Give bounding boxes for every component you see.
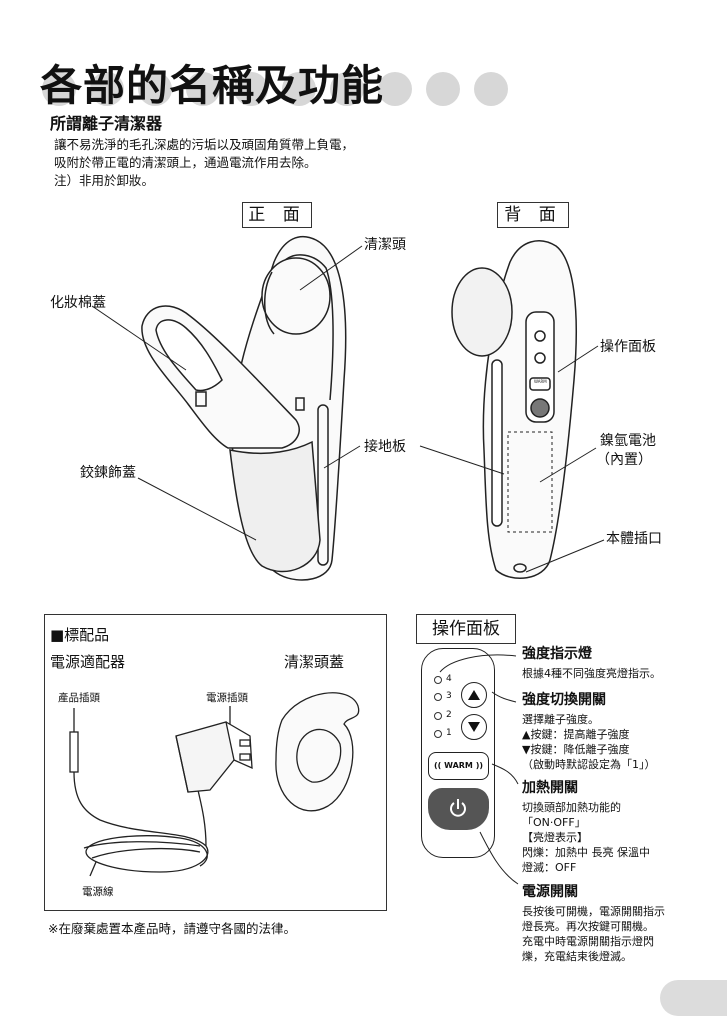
triangle-up-icon — [468, 690, 480, 700]
control-panel-callouts — [439, 654, 519, 885]
level-3-led — [434, 693, 442, 701]
power-line: 爍，充電結束後燈滅。 — [522, 950, 632, 963]
title-decoration-dots — [42, 72, 512, 108]
level-4-number: 4 — [446, 674, 452, 684]
hinge-cover-label: 鉸鍊飾蓋 — [80, 465, 136, 481]
power-cord-label: 電源線 — [82, 886, 114, 898]
control-panel-illustration — [421, 648, 495, 858]
page-number-tab — [660, 980, 727, 1016]
warm-line: 【亮燈表示】 — [522, 831, 588, 844]
accessories-box — [44, 614, 387, 911]
front-device-illustration — [91, 235, 363, 581]
indicator-description: 強度指示燈 根據4種不同強度亮燈指示。 — [522, 644, 661, 681]
back-device-illustration: WARM — [419, 240, 605, 579]
level-1-number: 1 — [446, 728, 452, 738]
warm-line: 閃爍：加熱中 長亮 保溫中 — [522, 846, 650, 859]
intensity-switch-heading: 強度切換開關 — [522, 692, 606, 708]
intensity-switch-description: 強度切換開關 選擇離子強度。 ▲按鍵：提高離子強度 ▼按鍵：降低離子強度 （啟動… — [522, 690, 656, 772]
warm-line: 燈滅：OFF — [522, 861, 577, 874]
intensity-line: （啟動時默認設定為「1」） — [522, 758, 656, 771]
product-plug-label: 產品插頭 — [58, 692, 100, 704]
warm-wave-left-icon: (( — [434, 761, 442, 770]
body-socket-label: 本體插口 — [606, 531, 662, 547]
cotton-cover-label: 化妝棉蓋 — [50, 295, 106, 311]
back-panel-label: 操作面板 — [600, 339, 656, 355]
ion-cleaner-description: 讓不易洗淨的毛孔深處的污垢以及頑固角質帶上負電， 吸附於帶正電的清潔頭上，通過電… — [54, 136, 354, 190]
intensity-line: 選擇離子強度。 — [522, 713, 599, 726]
warm-line: 切換頭部加熱功能的 — [522, 801, 621, 814]
control-panel-title: 操作面板 — [416, 614, 516, 644]
level-2-number: 2 — [446, 710, 452, 720]
front-view-label: 正 面 — [242, 202, 312, 228]
intro-line: 讓不易洗淨的毛孔深處的污垢以及頑固角質帶上負電， — [54, 137, 355, 152]
power-line: 燈長亮。再次按鍵可關機。 — [522, 920, 654, 933]
indicator-line: 根據4種不同強度亮燈指示。 — [522, 667, 661, 680]
disposal-notice: ※在廢棄處置本產品時，請遵守各國的法律。 — [48, 921, 296, 936]
level-4-led — [434, 676, 442, 684]
warm-wave-right-icon: )) — [475, 761, 483, 770]
intro-line: 注）非用於卸妝。 — [54, 173, 155, 188]
warm-line: 「ON·OFF」 — [522, 816, 586, 829]
intensity-line: ▲按鍵：提高離子強度 — [522, 728, 630, 741]
head-cap-label: 清潔頭蓋 — [284, 653, 345, 671]
back-view-label: 背 面 — [497, 202, 569, 228]
power-plug-label: 電源插頭 — [206, 692, 248, 704]
intensity-up-button[interactable] — [461, 682, 487, 708]
warm-button[interactable]: (( WARM )) — [428, 752, 489, 780]
intensity-down-button[interactable] — [461, 714, 487, 740]
accessories-illustration — [69, 692, 360, 877]
battery-label: 鎳氫電池 — [600, 433, 656, 449]
warm-label: WARM — [444, 761, 473, 770]
adapter-label: 電源適配器 — [50, 653, 126, 671]
power-switch-heading: 電源開關 — [522, 884, 578, 900]
warm-switch-heading: 加熱開關 — [522, 780, 578, 796]
level-2-led — [434, 712, 442, 720]
ion-cleaner-heading: 所謂離子清潔器 — [50, 114, 163, 133]
level-1-led — [434, 730, 442, 738]
indicator-heading: 強度指示燈 — [522, 646, 592, 662]
power-button[interactable] — [428, 788, 489, 830]
battery-builtin-label: （內置） — [596, 452, 652, 468]
page-title: 各部的名稱及功能 — [40, 61, 385, 110]
power-line: 長按後可開機，電源開關指示 — [522, 905, 665, 918]
power-switch-description: 電源開關 長按後可開機，電源開關指示 燈長亮。再次按鍵可關機。 充電中時電源開關… — [522, 882, 665, 964]
intro-line: 吸附於帶正電的清潔頭上，通過電流作用去除。 — [54, 155, 317, 170]
level-3-number: 3 — [446, 691, 452, 701]
cleaning-head-label: 清潔頭 — [364, 237, 406, 253]
intensity-line: ▼按鍵：降低離子強度 — [522, 743, 630, 756]
ground-plate-label: 接地板 — [364, 439, 406, 455]
accessories-heading: ■標配品 — [50, 626, 110, 644]
back-panel-warm-text: WARM — [534, 379, 547, 384]
warm-switch-description: 加熱開關 切換頭部加熱功能的 「ON·OFF」 【亮燈表示】 閃爍：加熱中 長亮… — [522, 778, 650, 875]
power-icon — [450, 799, 466, 817]
power-line: 充電中時電源開關指示燈閃 — [522, 935, 654, 948]
triangle-down-icon — [468, 722, 480, 732]
